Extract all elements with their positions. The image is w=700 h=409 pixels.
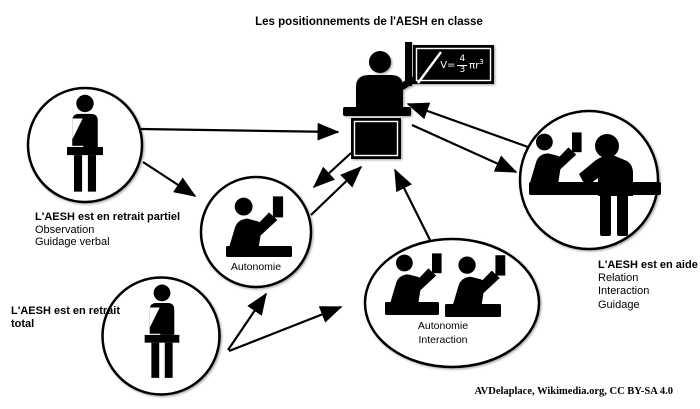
formula-fraction: 4 3	[457, 54, 468, 75]
label-autonomie: Autonomie	[230, 261, 282, 273]
pointer-stick-icon	[417, 51, 442, 84]
desk-icon	[529, 182, 661, 195]
desk-icon	[385, 302, 439, 315]
formula-rhs: πr3	[469, 57, 484, 72]
node-aide	[518, 109, 661, 251]
label-autonomie-interaction-line: Autonomie	[417, 320, 469, 332]
teacher-desk-top	[343, 107, 411, 116]
blackboard-post	[405, 42, 412, 86]
label-retrait-total: L'AESH est en retrait total	[11, 305, 120, 330]
teacher-desk-front	[351, 118, 401, 159]
formula-lhs: V=	[440, 59, 456, 71]
arrow-teacher-to-aide	[411, 123, 518, 174]
diagram-title: Les positionnements de l'AESH en classe	[255, 16, 483, 28]
label-retrait-partiel: L'AESH est en retrait partiel Observatio…	[35, 211, 180, 249]
label-autonomie-interaction-line: Interaction	[418, 333, 468, 346]
arrow-interaction-to-teacher	[394, 168, 431, 241]
label-retrait-partiel-line: Observation	[35, 223, 95, 236]
desk-icon	[445, 304, 501, 317]
node-autonomie	[199, 175, 313, 289]
label-aide: L'AESH est en aide Relation Interaction …	[598, 259, 698, 312]
desk-icon	[226, 246, 292, 257]
arrow-retrait-partiel-to-autonomie	[142, 161, 197, 197]
label-aide-line: Interaction	[598, 285, 650, 298]
teacher-figure	[343, 42, 494, 159]
label-aide-line: Guidage	[598, 298, 640, 311]
formula-denominator: 3	[459, 64, 466, 75]
arrow-retrait-partiel-to-teacher	[140, 122, 340, 141]
formula-exponent: 3	[479, 57, 484, 66]
teacher-head	[369, 51, 391, 73]
formula-rhs-base: πr	[469, 60, 480, 72]
blackboard-frame	[415, 47, 492, 82]
blackboard	[413, 45, 494, 84]
arrows	[140, 102, 529, 353]
arrow-retrait-total-to-interaction	[228, 305, 343, 353]
label-retrait-partiel-title: L'AESH est en retrait partiel	[35, 211, 181, 223]
node-retrait-partiel	[26, 86, 144, 204]
arrow-aide-to-teacher	[406, 102, 529, 149]
teacher-arm	[394, 76, 416, 93]
blackboard-formula: V= 4 3 πr3	[431, 51, 493, 79]
teacher-desk-inset	[353, 120, 399, 157]
arrow-autonomie-to-teacher	[310, 165, 363, 216]
teacher-body	[356, 75, 403, 111]
arrow-teacher-to-autonomie	[312, 152, 352, 189]
label-aide-line: Relation	[598, 272, 639, 285]
node-autonomie-interaction	[363, 237, 541, 369]
label-aide-title: L'AESH est en aide	[598, 259, 698, 271]
formula-numerator: 4	[457, 54, 468, 66]
node-retrait-total	[101, 276, 221, 396]
attribution-credit: AVDelaplace, Wikimedia.org, CC BY-SA 4.0	[474, 386, 673, 397]
arrow-retrait-total-to-autonomie	[227, 292, 267, 351]
label-autonomie-interaction: Autonomie Interaction	[393, 320, 493, 347]
label-retrait-partiel-line: Guidage verbal	[35, 236, 110, 248]
